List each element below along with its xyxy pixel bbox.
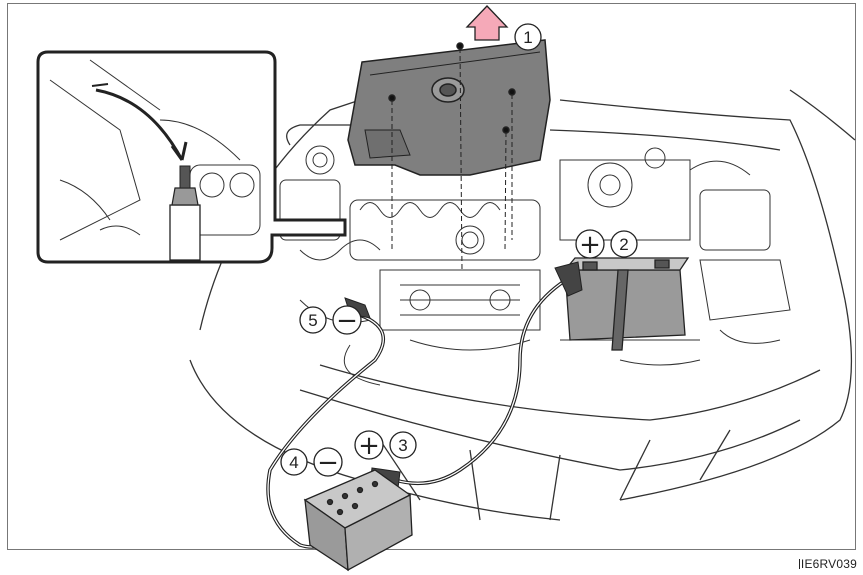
negative-sign-4: −: [317, 448, 339, 478]
negative-sign-5: −: [336, 306, 358, 336]
callout-3: + 3: [355, 431, 416, 461]
figure-code: IE6RV039: [799, 557, 857, 571]
callout-1: 1: [515, 24, 541, 50]
booster-battery: [305, 470, 412, 570]
callout-1-number: 1: [523, 28, 532, 47]
callout-2: + 2: [576, 230, 637, 260]
remove-cover-arrow: [467, 6, 507, 40]
positive-sign-2: +: [579, 230, 601, 260]
vehicle-battery: [565, 258, 688, 350]
callout-5-number: 5: [308, 311, 317, 330]
figure-code-text: IE6RV039: [801, 557, 857, 571]
engine-bay: [280, 146, 790, 385]
callout-2-number: 2: [619, 235, 628, 254]
detail-inset: [38, 52, 345, 262]
callout-3-number: 3: [398, 436, 407, 455]
callout-5: 5 −: [300, 306, 361, 336]
engine-cover: [348, 40, 550, 175]
callout-4-number: 4: [289, 453, 298, 472]
positive-sign-3: +: [358, 431, 380, 461]
